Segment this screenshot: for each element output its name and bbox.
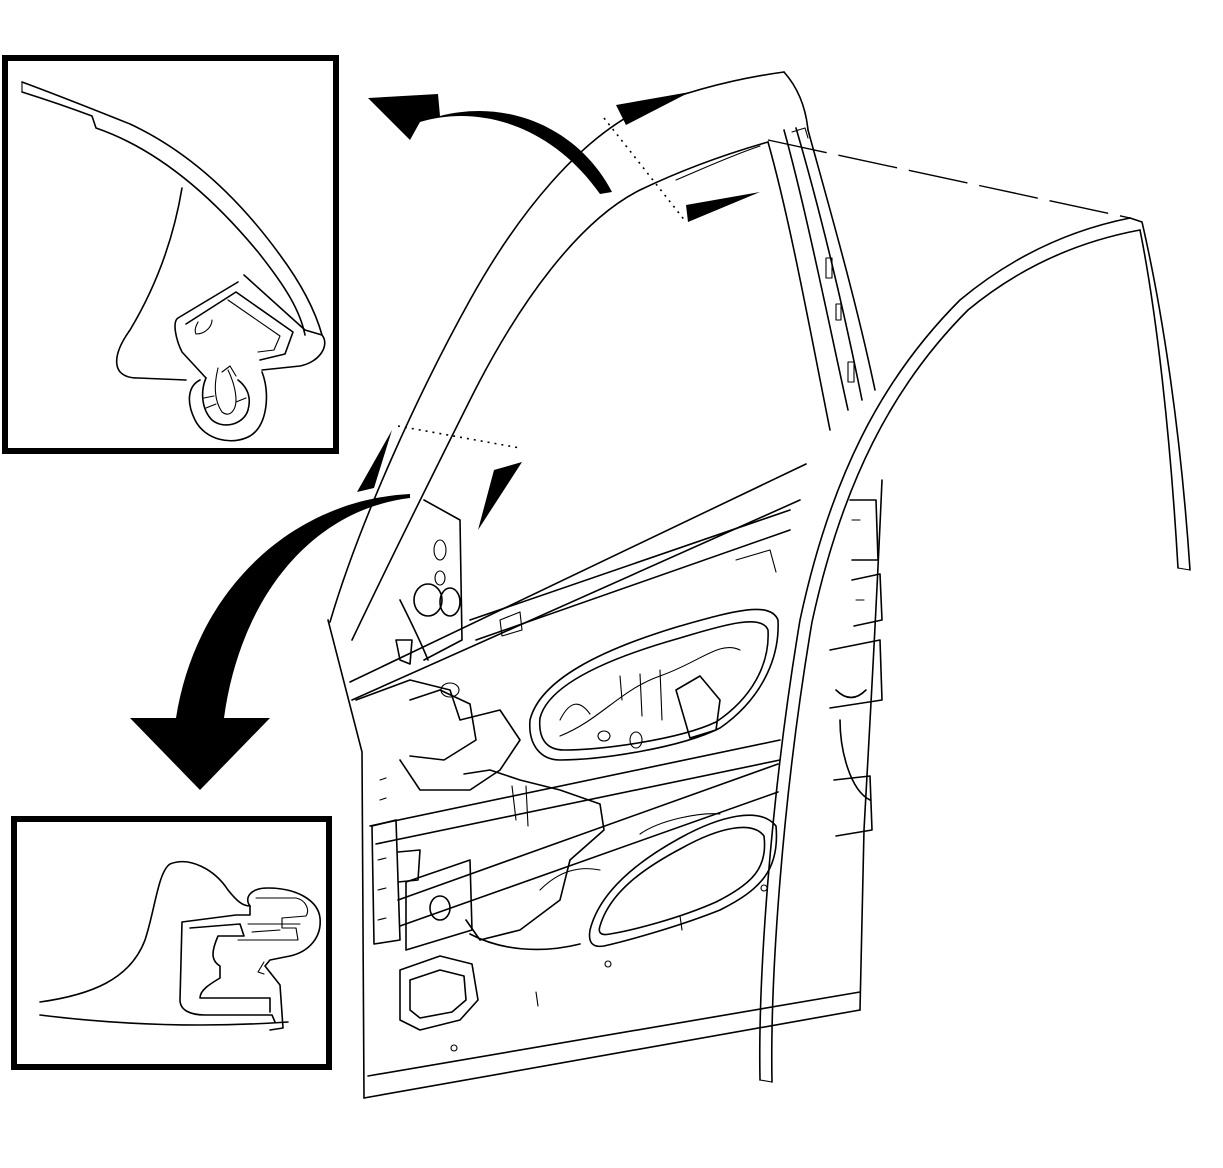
lower-detail-callout [11,816,332,1070]
section-cut-lines [397,117,687,449]
curved-arrow-upper [368,94,612,194]
lower-detail-frame [11,816,332,1070]
upper-weatherstrip-section-icon [21,81,326,442]
door-frame-weatherstrip-icon [327,71,1191,1099]
leader-line [767,139,1131,219]
lower-weatherstrip-section-icon [39,860,321,1031]
upper-detail-frame [2,55,339,454]
upper-detail-callout [2,55,339,454]
curved-arrow-icon [368,94,612,194]
curved-arrow-icon [130,494,410,790]
section-markers [357,92,760,530]
curved-arrow-lower [130,494,410,790]
